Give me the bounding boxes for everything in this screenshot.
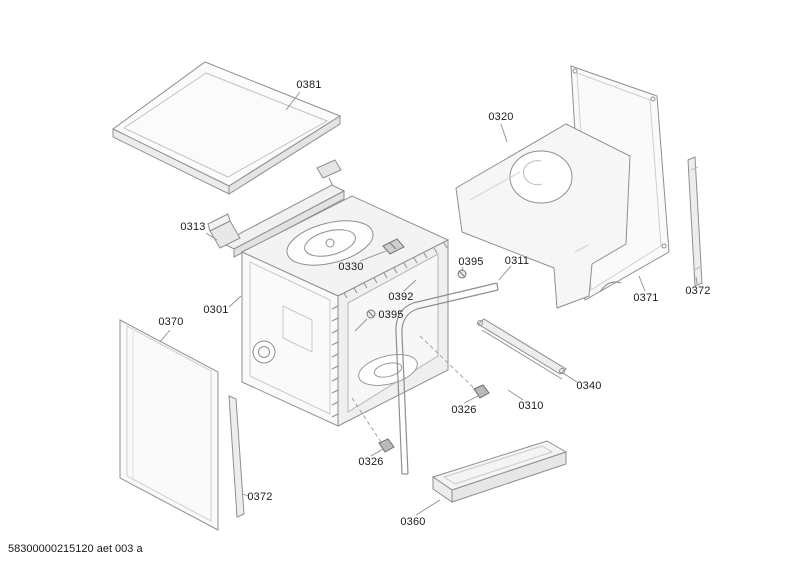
part-label-0301: 0301 [203,304,229,316]
part-label-0395-right: 0395 [458,256,484,268]
part-label-0372-left: 0372 [247,491,273,503]
part-label-0370: 0370 [158,316,184,328]
part-label-0326-left: 0326 [358,456,384,468]
part-label-0381: 0381 [296,79,322,91]
part-label-0392: 0392 [388,291,414,303]
part-label-0320: 0320 [488,111,514,123]
leader-lines [159,91,698,516]
part-0360-base-panel [431,440,568,503]
part-label-0395-left: 0395 [378,309,404,321]
part-0381-top-panel [112,61,342,195]
part-0313-bracket [207,159,346,258]
part-0370-side-panel [119,319,219,531]
document-id: 58300000215120 aet 003 a [8,543,143,555]
part-0372-left-strip [228,395,245,518]
part-0330-lock [382,238,405,255]
part-label-0311: 0311 [504,255,530,267]
part-label-0371: 0371 [633,292,659,304]
part-0392-door-frame [343,242,448,299]
part-label-0372-right: 0372 [685,285,711,297]
part-0320-inner-panel [455,123,631,309]
part-label-0313: 0313 [180,221,206,233]
part-0340-rail [477,318,567,380]
part-0372-right-strip [687,156,703,287]
part-0395-screw-left [366,309,376,319]
part-label-0340: 0340 [576,380,602,392]
part-0395-screw-right [457,269,467,279]
part-label-0360: 0360 [400,516,426,528]
part-0310-door-seal [395,282,499,475]
part-label-0330: 0330 [338,261,364,273]
part-label-0326-right: 0326 [451,404,477,416]
part-0326-clip-right [473,384,490,399]
assembly-dashed-lines [351,335,477,443]
part-label-0310: 0310 [518,400,544,412]
